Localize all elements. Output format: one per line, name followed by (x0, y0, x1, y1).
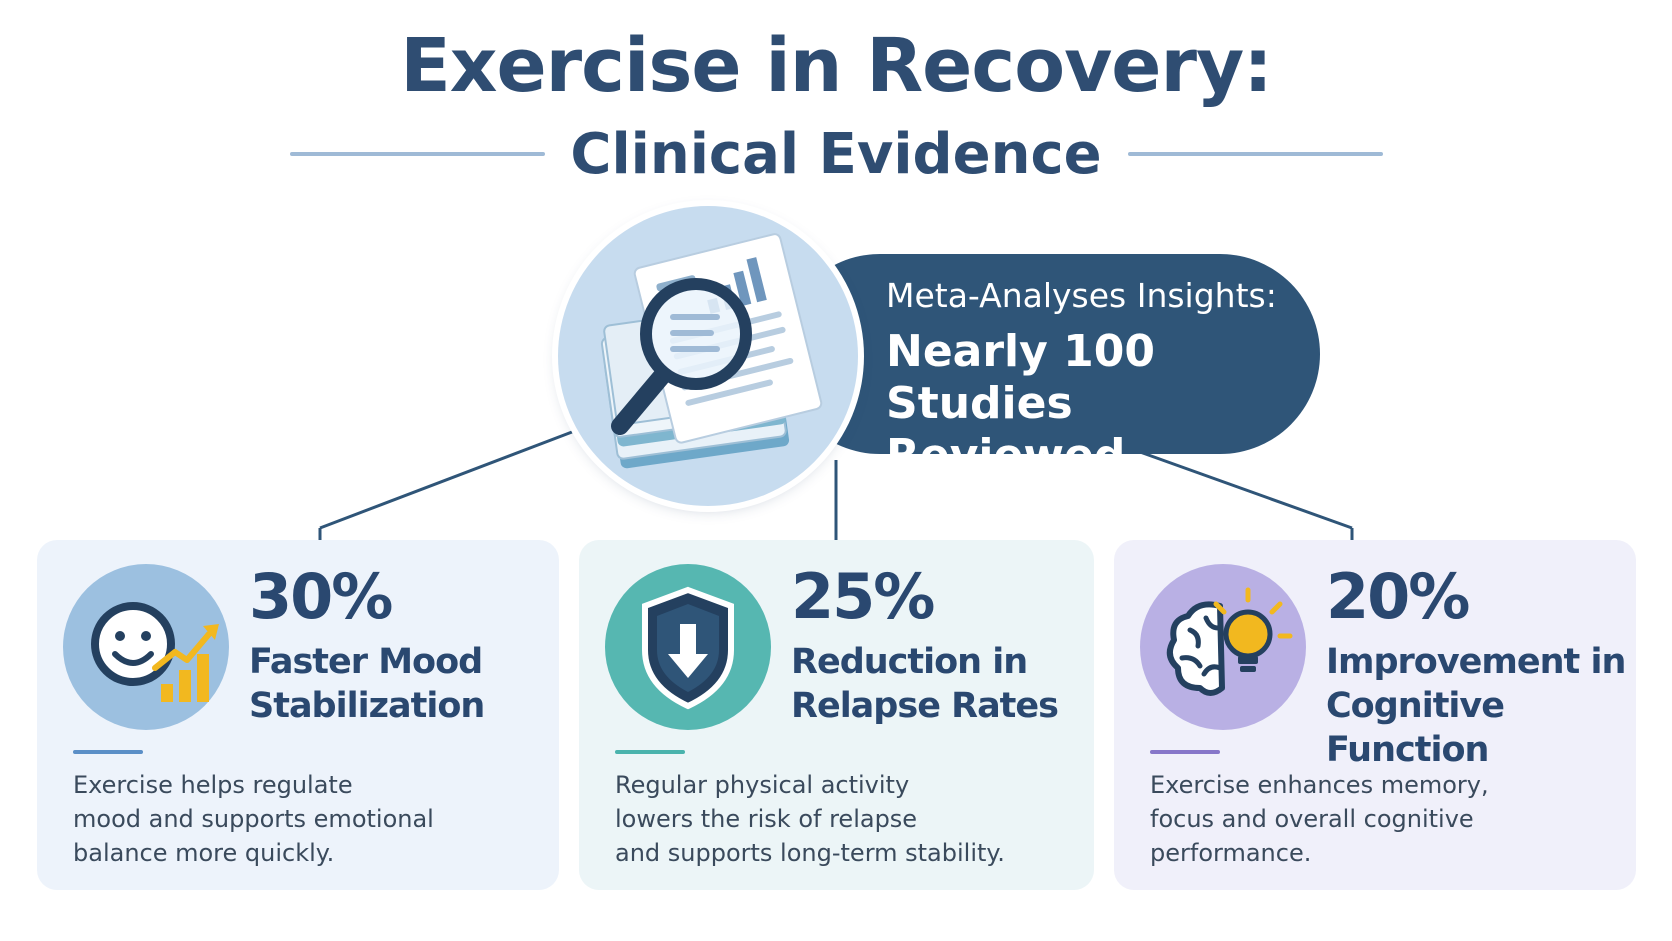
insight-label: Meta-Analyses Insights: (886, 276, 1277, 315)
connector-right (1139, 450, 1353, 530)
brain-lightbulb-icon (1166, 587, 1293, 696)
stat-description: Exercise helps regulate mood and support… (73, 771, 434, 867)
stat-description: Exercise enhances memory, focus and over… (1150, 771, 1489, 867)
card-badge (605, 564, 771, 730)
stat-percent: 30% (249, 560, 393, 633)
stat-card-cognitive: 20% Improvement in Cognitive Function Ex… (1114, 540, 1636, 890)
shield-down-arrow-icon (642, 586, 734, 710)
stat-percent: 20% (1326, 560, 1470, 633)
page-title: Exercise in Recovery: (400, 23, 1273, 109)
card-accent-line (73, 750, 143, 754)
card-accent-line (615, 750, 685, 754)
stat-label: Faster Mood Stabilization (249, 642, 485, 726)
page-subtitle: Clinical Evidence (570, 122, 1102, 187)
stat-label: Reduction in Relapse Rates (791, 642, 1059, 726)
smiley-growth-icon (91, 602, 219, 702)
subtitle-rule-right (1128, 152, 1383, 156)
subtitle-rule-left (290, 152, 545, 156)
connector-left (319, 430, 573, 530)
research-magnifier-icon (600, 233, 823, 469)
stat-label: Improvement in Cognitive Function (1326, 642, 1626, 770)
hub-circle (558, 206, 858, 506)
insight-pill (780, 254, 1320, 454)
card-badge (63, 564, 229, 730)
insight-headline: Nearly 100 Studies Reviewed (886, 326, 1155, 481)
stat-card-relapse: 25% Reduction in Relapse Rates Regular p… (579, 540, 1094, 890)
card-badge (1140, 564, 1306, 730)
stat-card-mood: 30% Faster Mood Stabilization Exercise h… (37, 540, 559, 890)
stat-percent: 25% (791, 560, 935, 633)
stat-description: Regular physical activity lowers the ris… (615, 771, 1005, 867)
subtitle-row: Clinical Evidence (0, 120, 1672, 190)
card-accent-line (1150, 750, 1220, 754)
